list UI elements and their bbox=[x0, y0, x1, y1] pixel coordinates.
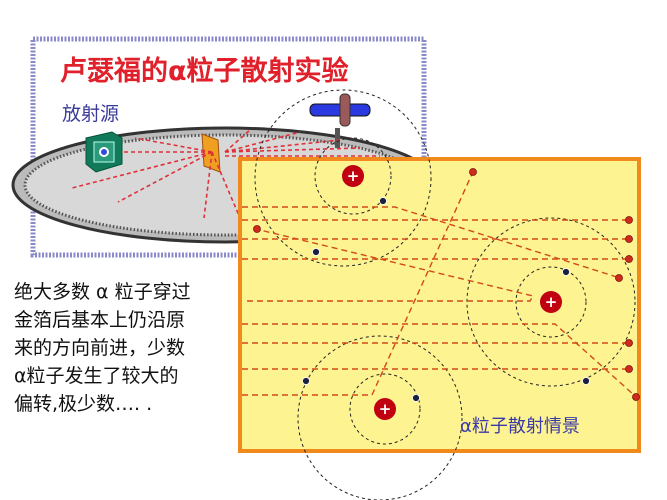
description-line: 来的方向前进，少数 bbox=[14, 337, 186, 359]
slide-title: 卢瑟福的α粒子散射实验 bbox=[60, 55, 349, 87]
electron-orbits bbox=[254, 89, 636, 500]
radioactive-source-icon bbox=[85, 131, 123, 173]
nuclei: + + + bbox=[342, 165, 562, 420]
scattering-scene-panel: + + + α粒子散射情景 bbox=[238, 89, 641, 500]
microscope-icon bbox=[309, 93, 371, 148]
description-line: 偏转,极少数…. . bbox=[14, 393, 153, 415]
nucleus-symbol: + bbox=[545, 293, 558, 311]
nucleus: + bbox=[374, 398, 396, 420]
description-text: 绝大多数 α 粒子穿过 金箔后基本上仍沿原 来的方向前进，少数 α粒子发生了较大… bbox=[14, 278, 239, 418]
scatter-rays bbox=[71, 129, 380, 219]
nucleus-symbol: + bbox=[347, 167, 360, 185]
nucleus: + bbox=[342, 165, 364, 187]
description-line: 绝大多数 α 粒子穿过 bbox=[14, 281, 191, 303]
alpha-particles bbox=[253, 168, 640, 401]
description-line: 金箔后基本上仍沿原 bbox=[14, 309, 186, 331]
nucleus-symbol: + bbox=[379, 400, 392, 418]
nucleus: + bbox=[540, 291, 562, 313]
source-label: 放射源 bbox=[62, 103, 119, 125]
electrons bbox=[302, 197, 590, 402]
scene-label: α粒子散射情景 bbox=[460, 416, 580, 437]
description-line: α粒子发生了较大的 bbox=[14, 365, 179, 387]
alpha-paths bbox=[242, 173, 635, 396]
